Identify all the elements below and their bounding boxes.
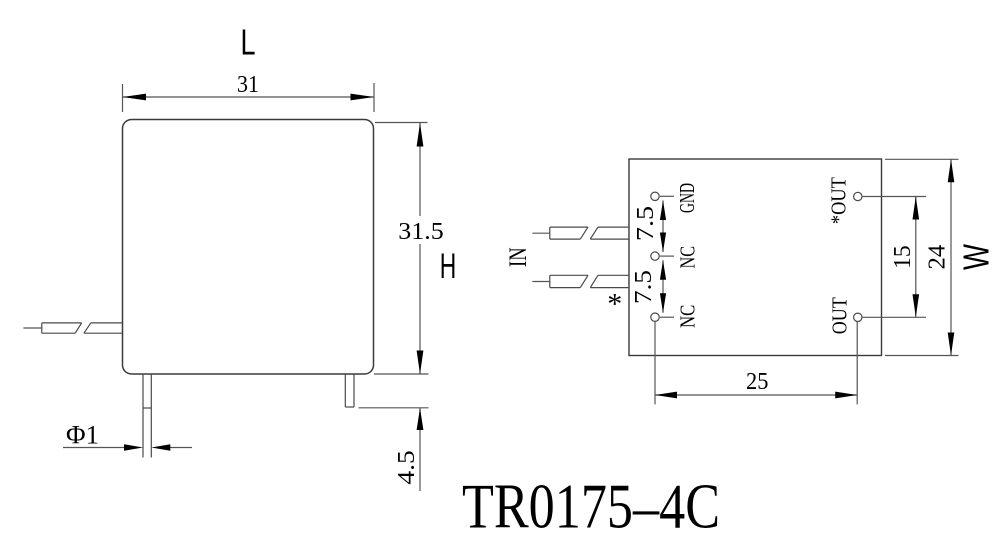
svg-text:H: H [440,247,457,286]
svg-text:*OUT: *OUT [827,177,851,224]
svg-text:IN: IN [505,247,532,267]
svg-text:4.5: 4.5 [394,450,420,484]
svg-text:31.5: 31.5 [398,219,443,245]
svg-text:31: 31 [237,72,259,98]
svg-text:OUT: OUT [828,297,852,334]
svg-text:7.5: 7.5 [631,270,657,304]
svg-text:GND: GND [675,183,699,213]
svg-text:24: 24 [924,245,950,270]
svg-text:15: 15 [890,245,916,269]
svg-text:L: L [241,22,256,63]
svg-text:NC: NC [676,246,700,269]
svg-text:Φ1: Φ1 [66,421,99,450]
svg-text:NC: NC [676,305,700,328]
svg-text:7.5: 7.5 [633,206,659,241]
svg-text:*: * [607,288,622,321]
svg-text:25: 25 [746,369,768,395]
svg-text:TR0175–4C: TR0175–4C [462,471,720,542]
svg-text:W: W [956,244,997,270]
